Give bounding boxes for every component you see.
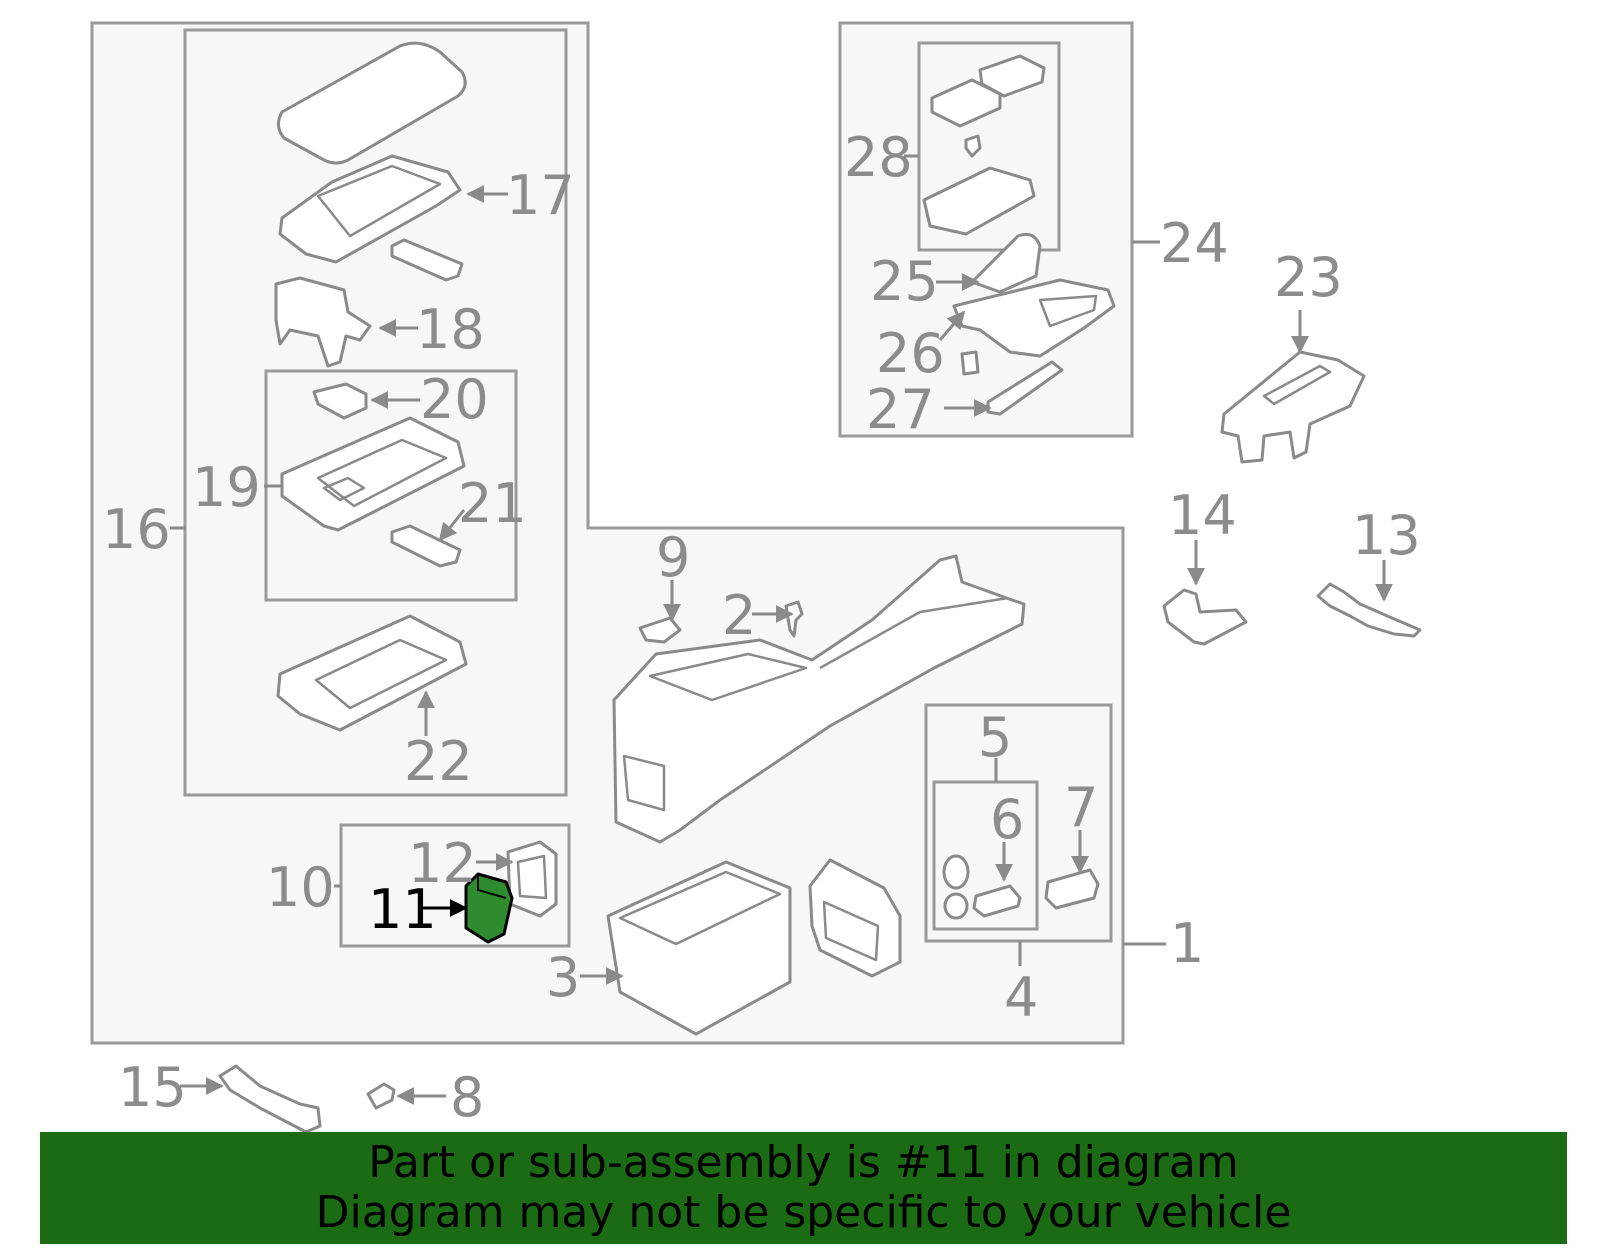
callout-28: 28 [844,126,913,189]
lighter-element-6 [972,884,1022,918]
cupholder-cover-drawing [978,54,1046,98]
callout-11: 11 [368,878,437,941]
bracket-drawing [274,276,372,368]
lighter-ring-6 [942,854,970,890]
lid-tray-window [322,476,366,502]
lid-tray-detail [316,438,448,508]
callout-7: 7 [1064,776,1098,839]
bracket-15-drawing [218,1064,322,1134]
shift-bezel-drawing [952,278,1116,358]
armrest-lid-drawing [277,41,467,165]
callout-26: 26 [876,322,945,385]
callout-17: 17 [506,164,575,227]
cupholder-pin-drawing [964,134,982,158]
base-tray-drawing [276,614,468,732]
callout-25: 25 [870,250,939,313]
power-socket-7 [1044,868,1100,910]
latch-bar-drawing [390,238,464,282]
callout-8: 8 [450,1066,484,1129]
callout-6: 6 [990,788,1024,851]
bin-side-trim-opening [822,900,880,962]
shift-indicator-slot [1262,364,1332,406]
shift-indicator-drawing [1220,350,1366,464]
callout-23: 23 [1274,246,1343,309]
cupholder-box [917,41,1061,252]
lighter-cap-6 [943,892,969,920]
console-side-rail [819,596,1009,670]
hinge-base-detail [316,164,442,238]
shift-bezel-detail [1038,294,1098,328]
highlighted-part-11[interactable] [464,872,514,944]
callout-27: 27 [866,378,935,441]
clip-26-drawing [960,350,980,376]
callout-1: 1 [1170,912,1204,975]
hinge-base-drawing [278,154,462,264]
bracket-14-drawing [1162,588,1248,646]
clip-20-drawing [312,382,368,420]
callout-10: 10 [266,856,335,919]
callout-21: 21 [458,472,527,535]
callout-5: 5 [978,706,1012,769]
cupholder-body-drawing [922,166,1036,236]
callout-18: 18 [416,298,485,361]
callout-2: 2 [722,584,756,647]
shift-boot-drawing [970,232,1042,294]
clip-8-drawing [366,1082,396,1110]
callout-12: 12 [408,832,477,895]
console-body-drawing [612,554,1026,844]
callout-9: 9 [656,526,690,589]
callout-22: 22 [404,730,473,793]
callout-19: 19 [192,456,261,519]
banner-line-2: Diagram may not be specific to your vehi… [315,1187,1292,1238]
storage-bin-rim [618,870,782,946]
coin-tray-frame-12-inner [516,854,548,900]
highlighted-part-11-edge [477,874,507,899]
coin-tray-frame-12 [506,840,558,918]
base-tray-detail [314,638,448,710]
bracket-13-drawing [1316,582,1422,638]
console-front-pocket [622,754,666,812]
storage-bin-drawing [606,860,792,1036]
leader-lines [170,154,1393,1105]
cupholder-lid-drawing [930,78,1002,128]
latch-21-drawing [390,524,462,568]
callout-4: 4 [1004,966,1038,1029]
callout-15: 15 [118,1056,187,1119]
callout-16: 16 [102,498,171,561]
callout-13: 13 [1352,504,1421,567]
callout-20: 20 [420,368,489,431]
lighter-box [932,780,1039,931]
callout-24: 24 [1160,212,1229,275]
callout-14: 14 [1168,484,1237,547]
console-storage-opening [648,652,808,702]
callout-3: 3 [546,946,580,1009]
banner-line-1: Part or sub-assembly is #11 in diagram [368,1137,1239,1188]
info-banner: Part or sub-assembly is #11 in diagram D… [40,1132,1567,1244]
